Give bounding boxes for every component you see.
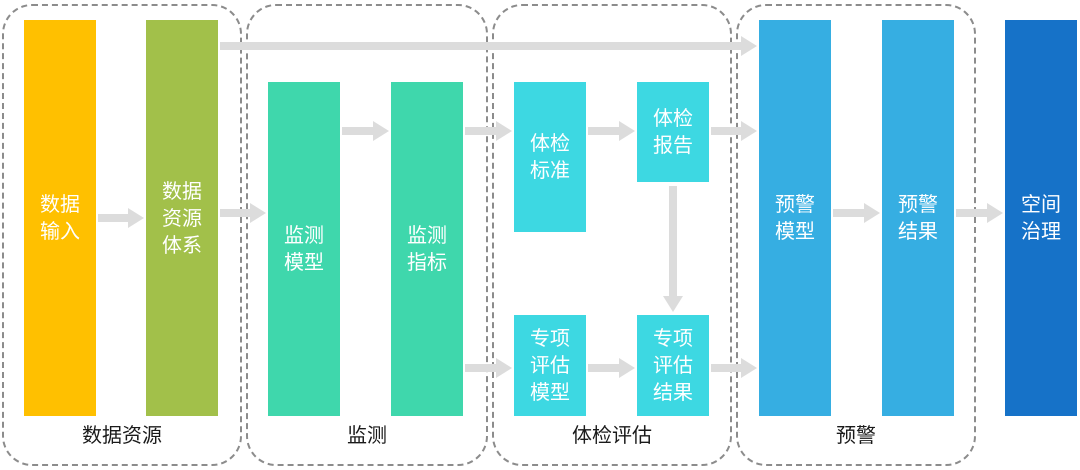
block-monitoring-model: 监测模型 [268, 82, 340, 416]
arrow-model-to-indicator [342, 121, 389, 141]
block-health-check-standard-label: 体检标准 [530, 131, 570, 182]
arrow-indicator-to-special-model [465, 358, 512, 378]
group-label-monitoring: 监测 [347, 423, 387, 447]
block-warning-result: 预警结果 [882, 20, 954, 416]
group-data-resources: 数据资源 [2, 4, 242, 466]
arrow-special-result-to-warning [711, 358, 757, 378]
arrow-indicator-to-standard [465, 121, 512, 141]
group-health-check: 体检评估 [492, 4, 732, 466]
block-health-check-report-label: 体检报告 [653, 106, 693, 157]
arrow-special-model-to-result [588, 358, 635, 378]
block-data-input: 数据输入 [24, 20, 96, 416]
block-monitoring-indicator-label: 监测指标 [407, 223, 447, 274]
arrow-group [98, 36, 1003, 378]
block-health-check-standard: 体检标准 [514, 82, 586, 232]
block-data-resource-system-label: 数据资源体系 [162, 178, 202, 257]
group-warning: 预警 [736, 4, 976, 466]
block-health-check-report: 体检报告 [637, 82, 709, 182]
block-special-assessment-result-label: 专项评估结果 [653, 326, 693, 404]
group-label-health-check: 体检评估 [572, 423, 652, 447]
block-warning-model-label: 预警模型 [775, 192, 815, 243]
arrow-top-bypass [220, 36, 757, 56]
block-spatial-governance-label: 空间治理 [1021, 192, 1061, 243]
group-monitoring: 监测 [246, 4, 488, 466]
block-monitoring-indicator: 监测指标 [391, 82, 463, 416]
block-data-resource-system: 数据资源体系 [146, 20, 218, 416]
block-data-input-label: 数据输入 [40, 192, 80, 243]
arrow-warning-result-to-governance [956, 203, 1003, 223]
block-monitoring-model-label: 监测模型 [284, 223, 324, 274]
arrow-warning-model-to-result [833, 203, 880, 223]
group-label-data-resources: 数据资源 [82, 423, 162, 447]
arrow-input-to-resource [98, 208, 144, 228]
block-spatial-governance: 空间治理 [1005, 20, 1077, 416]
block-special-assessment-model-label: 专项评估模型 [530, 326, 570, 404]
arrow-resource-to-monitoring [220, 203, 266, 223]
block-warning-model: 预警模型 [759, 20, 831, 416]
arrow-report-to-warning [711, 121, 757, 141]
arrow-report-to-special-result [663, 186, 683, 312]
group-label-warning: 预警 [836, 423, 876, 447]
block-special-assessment-result: 专项评估结果 [637, 315, 709, 416]
arrow-standard-to-report [588, 121, 635, 141]
block-special-assessment-model: 专项评估模型 [514, 315, 586, 416]
block-warning-result-label: 预警结果 [898, 192, 938, 243]
